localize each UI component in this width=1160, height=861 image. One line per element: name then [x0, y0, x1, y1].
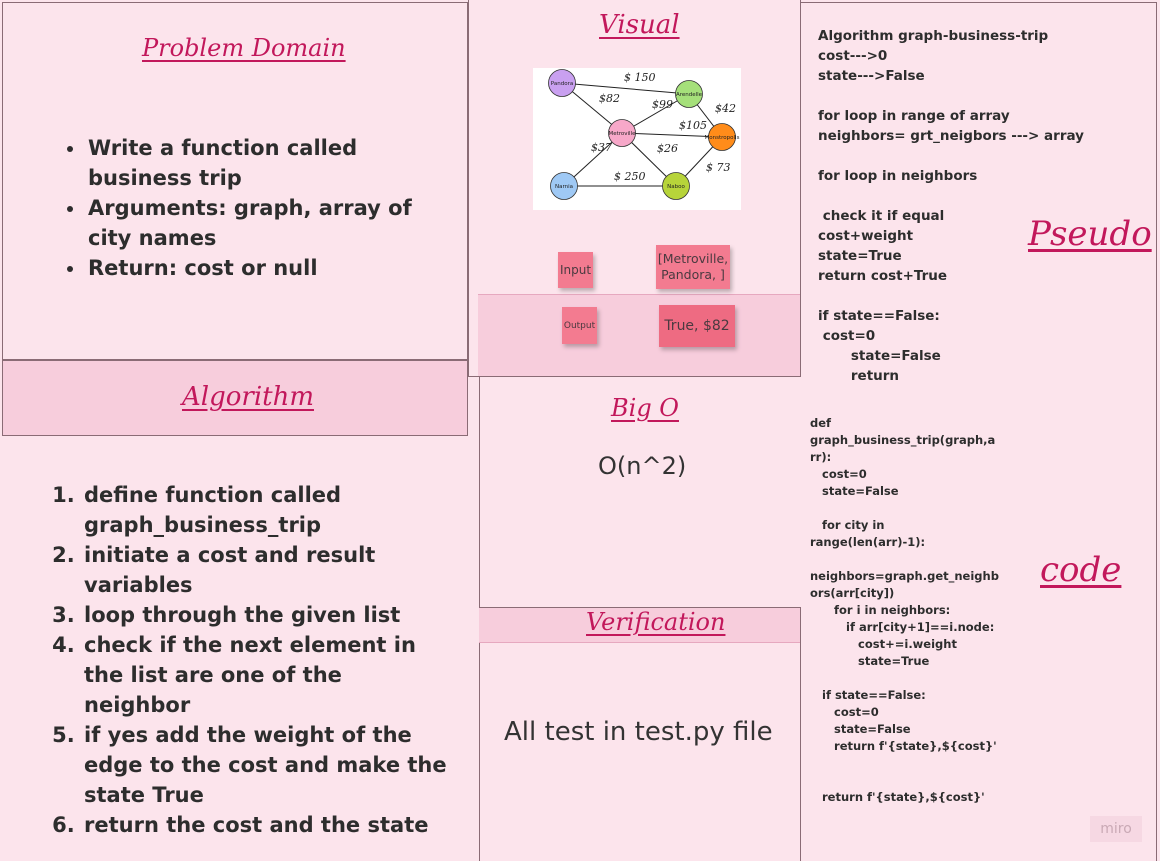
graph-node: [675, 80, 703, 108]
output-label-sticky: Output: [562, 307, 597, 344]
miro-watermark: miro: [1090, 816, 1142, 842]
graph-edge-label: $ 73: [706, 161, 731, 174]
verification-title: Verification: [586, 608, 726, 636]
algorithm-step: return the cost and the state: [82, 810, 451, 840]
graph-edge-label: $105: [679, 119, 707, 132]
input-label-sticky: Input: [558, 252, 593, 288]
verification-text: All test in test.py file: [504, 717, 773, 747]
problem-domain-panel: [2, 2, 468, 360]
output-label: Output: [563, 320, 596, 331]
input-value-sticky: [Metroville, Pandora, ]: [656, 245, 730, 289]
graph-node-label: Pandora: [551, 81, 573, 87]
graph-diagram: $ 150 $82 $99 $42 $105 $37 $26 $ 73 $ 250 Pandora…: [548, 69, 740, 200]
bullet-item: Write a function called business trip: [86, 133, 442, 193]
graph-node: [708, 123, 736, 151]
algorithm-title: Algorithm: [182, 382, 314, 412]
algorithm-header: [2, 360, 468, 436]
graph-node-label: Naboo: [667, 184, 685, 190]
pseudo-code-text: Algorithm graph-business-trip cost--->0 …: [818, 28, 1084, 384]
pseudo-title: Pseudo: [1028, 214, 1152, 254]
graph-node-label: Arendelle: [676, 92, 703, 98]
graph-node: [548, 69, 576, 97]
algorithm-step: define function called graph_business_tr…: [82, 480, 451, 540]
algorithm-steps: define function called graph_business_tr…: [56, 480, 451, 840]
code-title: code: [1040, 550, 1122, 590]
input-label: Input: [559, 263, 592, 277]
graph-image: $ 150 $82 $99 $42 $105 $37 $26 $ 73 $ 250 Pandora…: [533, 68, 741, 210]
bullet-item: Arguments: graph, array of city names: [86, 193, 442, 253]
code-text: def graph_business_trip(graph,a rr): cos…: [810, 416, 999, 804]
algorithm-step: if yes add the weight of the edge to the…: [82, 720, 451, 810]
algorithm-step: initiate a cost and result variables: [82, 540, 451, 600]
verification-header: [479, 607, 801, 643]
graph-node-label: Monstropolis: [705, 135, 740, 141]
output-value: True, $82: [664, 318, 730, 334]
problem-domain-title: Problem Domain: [142, 34, 346, 62]
graph-node: [662, 172, 690, 200]
visual-section-border: [468, 0, 801, 377]
graph-node-label: Narnia: [555, 184, 573, 190]
algorithm-step: loop through the given list: [82, 600, 451, 630]
graph-edge-label: $99: [652, 98, 673, 111]
graph-edge: [561, 82, 690, 95]
graph-node: [550, 172, 578, 200]
output-value-sticky: True, $82: [659, 305, 735, 347]
graph-node: [608, 119, 636, 147]
graph-edge-label: $26: [657, 142, 678, 155]
algorithm-step: check if the next element in the list ar…: [82, 630, 451, 720]
graph-edge-label: $42: [715, 102, 736, 115]
graph-edge-label: $ 250: [614, 170, 646, 183]
right-column-panel: [801, 2, 1157, 861]
graph-node-label: Metroville: [608, 131, 636, 137]
graph-edge: [621, 132, 723, 138]
graph-edge-label: $82: [599, 92, 620, 105]
graph-edge-label: $37: [591, 141, 612, 154]
io-band: [478, 294, 800, 376]
verification-right-border: [800, 607, 801, 861]
input-value: [Metroville, Pandora, ]: [657, 251, 729, 282]
bigo-title: Big O: [611, 394, 679, 422]
problem-bullets: Write a function called business trip Ar…: [62, 133, 442, 283]
bigo-value: O(n^2): [598, 452, 687, 480]
graph-edge-label: $ 150: [624, 71, 656, 84]
visual-title: Visual: [599, 10, 680, 40]
bullet-item: Return: cost or null: [86, 253, 442, 283]
